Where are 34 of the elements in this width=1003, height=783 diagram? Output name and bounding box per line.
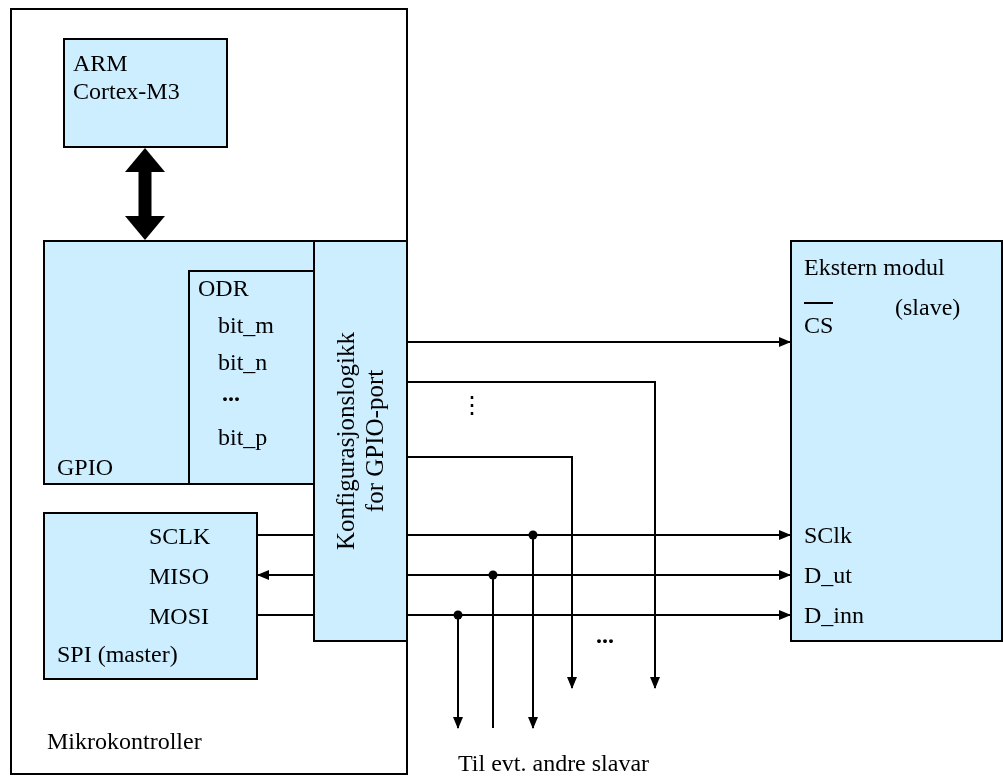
block-label: ... <box>222 380 240 408</box>
block-box <box>790 240 1003 642</box>
block-label: Mikrokontroller <box>47 728 202 756</box>
connector-arrow <box>125 148 165 240</box>
block-label: MISO <box>149 563 209 591</box>
note-text: ⋮ <box>460 392 484 420</box>
block-label: SCLK <box>149 523 211 551</box>
block-label: Ekstern modul <box>804 254 945 282</box>
block-label: ARM Cortex-M3 <box>73 50 181 106</box>
block-label: CS <box>804 302 834 340</box>
block-box <box>43 240 315 485</box>
block-box <box>63 38 228 148</box>
block-label: ODR <box>198 275 249 303</box>
connector-arrow <box>407 337 791 347</box>
connector-arrow <box>407 456 577 689</box>
block-box <box>188 270 315 485</box>
block-label: bit_n <box>218 349 268 377</box>
block-label: MOSI <box>149 603 209 631</box>
note-text: ... <box>596 622 614 650</box>
block-box <box>43 512 258 680</box>
block-label: SPI (master) <box>57 641 178 669</box>
note-text: Til evt. andre slavar <box>458 750 650 778</box>
block-label: Konfigurasjonslogikk for GPIO-port <box>331 331 389 553</box>
block-label: GPIO <box>57 454 113 482</box>
block-box <box>10 8 408 775</box>
block-label: SClk <box>804 522 853 550</box>
connector-arrow <box>407 381 660 689</box>
block-box <box>313 240 408 642</box>
block-label: D_inn <box>804 602 864 630</box>
block-label: (slave) <box>895 294 961 322</box>
block-label: bit_m <box>218 312 274 340</box>
block-label: D_ut <box>804 562 852 590</box>
connector-arrow <box>257 570 314 580</box>
block-label: bit_p <box>218 424 268 452</box>
